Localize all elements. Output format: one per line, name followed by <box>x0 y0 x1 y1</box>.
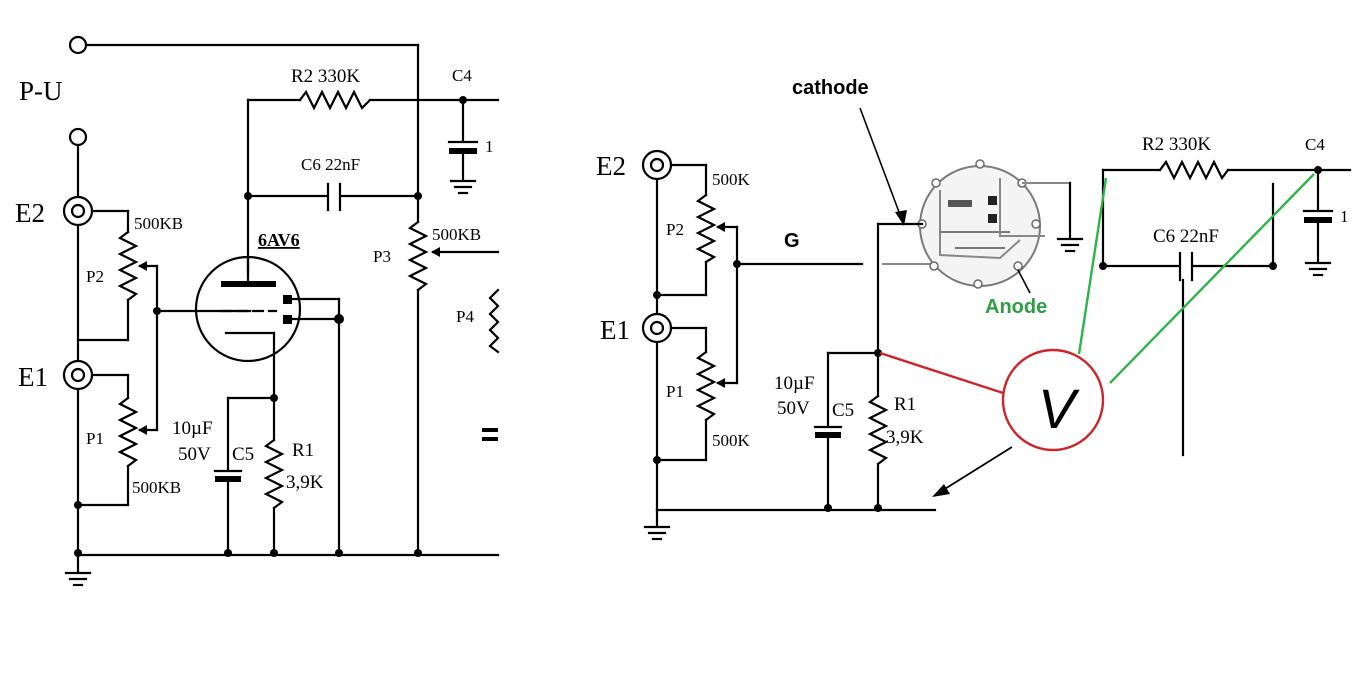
anode-probe-wire <box>1077 177 1108 355</box>
c4-capacitor <box>447 96 479 195</box>
r1-label-right: R1 <box>894 394 916 415</box>
c5-value: 10µF <box>172 418 213 439</box>
r2-resistor <box>246 89 500 277</box>
c5-voltage: 50V <box>178 444 211 465</box>
c6-label: C6 22nF <box>301 155 360 174</box>
ground-right <box>643 508 671 541</box>
p1-potentiometer-right <box>655 326 739 462</box>
p2-value: 500KB <box>134 214 183 233</box>
c5-value-right: 10µF <box>774 373 815 394</box>
c5-capacitor <box>213 394 278 557</box>
r1-label: R1 <box>292 440 314 461</box>
p1-label: P1 <box>86 429 104 448</box>
r2-resistor-right <box>1101 159 1352 270</box>
c6-capacitor-right <box>1099 182 1277 457</box>
e2-jack <box>62 195 130 227</box>
voltmeter: V <box>1001 348 1105 452</box>
p1-value: 500KB <box>132 478 181 497</box>
c5-voltage-right: 50V <box>777 398 810 419</box>
tube-label: 6AV6 <box>258 230 300 250</box>
e1-label: E1 <box>18 362 48 392</box>
c4-label: C4 <box>452 66 472 85</box>
e1-label-right: E1 <box>600 315 630 345</box>
c4-label-right: C4 <box>1305 135 1325 154</box>
e1-jack-right <box>641 312 708 344</box>
e2-jack-right <box>641 149 708 181</box>
p3-value: 500KB <box>432 225 481 244</box>
e2-label: E2 <box>15 198 45 228</box>
p4-potentiometer-partial <box>482 288 500 441</box>
pu-terminal-top <box>68 35 88 55</box>
pu-label: P-U <box>19 76 63 106</box>
tube-6av6 <box>194 255 344 557</box>
r1-resistor <box>263 396 285 557</box>
p2-potentiometer-right <box>655 163 739 385</box>
c5-capacitor-right <box>813 351 843 512</box>
voltmeter-symbol: V <box>1038 377 1080 440</box>
p2-value-right: 500K <box>712 170 751 189</box>
cathode-label: cathode <box>792 77 869 99</box>
tube-socket <box>917 159 1084 289</box>
p3-label: P3 <box>373 247 391 266</box>
c5-label-right: C5 <box>832 400 854 421</box>
e2-label-right: E2 <box>596 151 626 181</box>
right-schematic: E2 E1 500K P2 P1 500 <box>596 77 1352 541</box>
cathode-probe-wire <box>879 351 1004 395</box>
c5-label: C5 <box>232 444 254 465</box>
p4-label: P4 <box>456 307 474 326</box>
r1-resistor-right <box>867 351 889 512</box>
p1-value-right: 500K <box>712 431 751 450</box>
p1-potentiometer <box>76 373 159 507</box>
e1-jack <box>62 359 130 391</box>
r2-label-right: R2 330K <box>1142 134 1211 155</box>
p2-label: P2 <box>86 267 104 286</box>
c4-cap-label-right: 1 <box>1340 207 1349 226</box>
anode-label: Anode <box>985 296 1047 318</box>
g-label: G <box>784 230 800 252</box>
p2-label-right: P2 <box>666 220 684 239</box>
c6-capacitor <box>244 182 422 212</box>
c4-cap-label: 1 <box>485 137 494 156</box>
r1-value-right: 3,9K <box>886 427 924 448</box>
p3-potentiometer <box>407 98 500 557</box>
c4-capacitor-right <box>1302 166 1334 277</box>
c6-label-right: C6 22nF <box>1153 226 1219 247</box>
p2-potentiometer <box>76 209 159 432</box>
pu-terminal-bottom <box>68 127 88 147</box>
ground-left <box>64 553 92 587</box>
c4-probe-wire <box>1109 173 1315 384</box>
p1-label-right: P1 <box>666 382 684 401</box>
left-schematic: P-U E2 E1 500KB P2 <box>15 35 500 587</box>
r2-label: R2 330K <box>291 66 360 87</box>
r1-value: 3,9K <box>286 472 324 493</box>
